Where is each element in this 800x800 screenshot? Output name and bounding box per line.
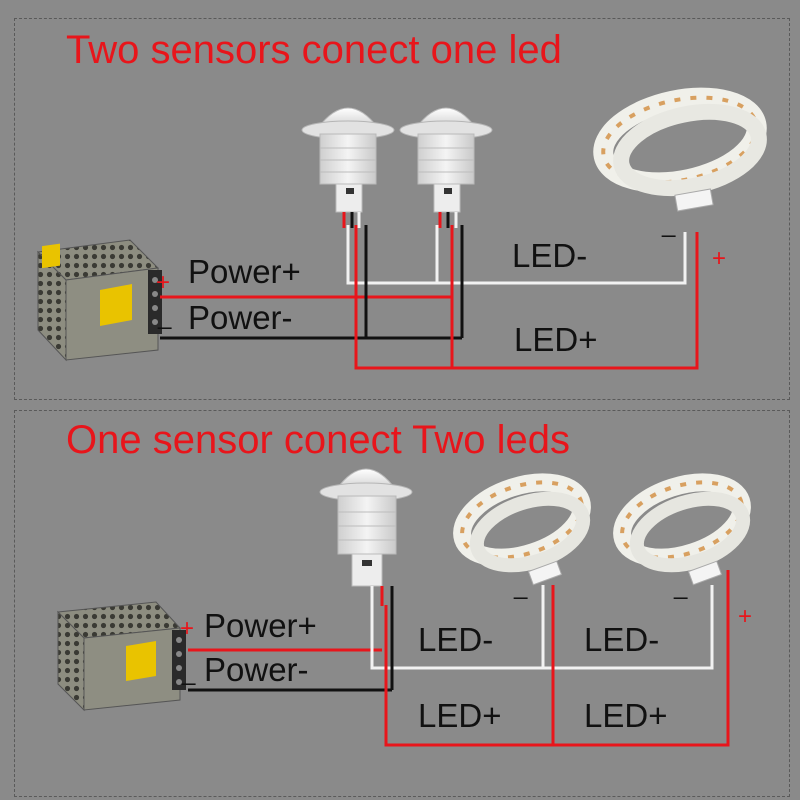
bottom-led-minus-label-2: LED- <box>584 621 660 658</box>
top-title: Two sensors conect one led <box>66 28 562 72</box>
power-supply-icon <box>56 601 186 712</box>
bottom-led-plus-label-2: LED+ <box>584 697 668 734</box>
led-strip-icon <box>613 473 751 586</box>
top-power-minus-label: Power- <box>188 299 293 336</box>
bottom-psu-plus-sign: + <box>180 615 195 642</box>
top-led-plus-wire <box>354 225 699 370</box>
power-supply-icon <box>36 239 162 362</box>
bottom-power-plus-label: Power+ <box>204 607 317 644</box>
led-strip-icon <box>453 473 591 586</box>
bottom-power-minus-label: Power- <box>204 651 309 688</box>
bottom-psu-minus-sign: _ <box>182 659 196 686</box>
top-psu-plus-sign: + <box>156 269 171 296</box>
bottom-title: One sensor conect Two leds <box>66 418 570 462</box>
pir-sensor-icon <box>399 107 493 228</box>
top-wires <box>160 225 699 370</box>
pir-sensor-icon <box>301 107 395 228</box>
top-strip-plus-sign: + <box>712 245 727 272</box>
top-strip-minus-sign: _ <box>662 211 676 238</box>
led-strip-icon <box>593 87 767 212</box>
bottom-strip2-plus-sign: + <box>738 603 753 630</box>
bottom-strip2-minus-sign: _ <box>674 573 688 600</box>
pir-sensor-icon <box>319 468 413 606</box>
top-led-plus-label: LED+ <box>514 321 598 358</box>
bottom-panel <box>14 410 790 797</box>
top-panel <box>14 18 790 400</box>
top-led-minus-wire <box>346 225 687 285</box>
bottom-led-minus-label-1: LED- <box>418 621 494 658</box>
top-power-plus-label: Power+ <box>188 253 301 290</box>
bottom-wires <box>188 570 730 747</box>
bottom-led-plus-label-1: LED+ <box>418 697 502 734</box>
bottom-led-plus-wire <box>384 570 730 747</box>
top-psu-minus-sign: _ <box>158 303 172 330</box>
top-led-minus-label: LED- <box>512 237 588 274</box>
bottom-strip1-minus-sign: _ <box>514 573 528 600</box>
